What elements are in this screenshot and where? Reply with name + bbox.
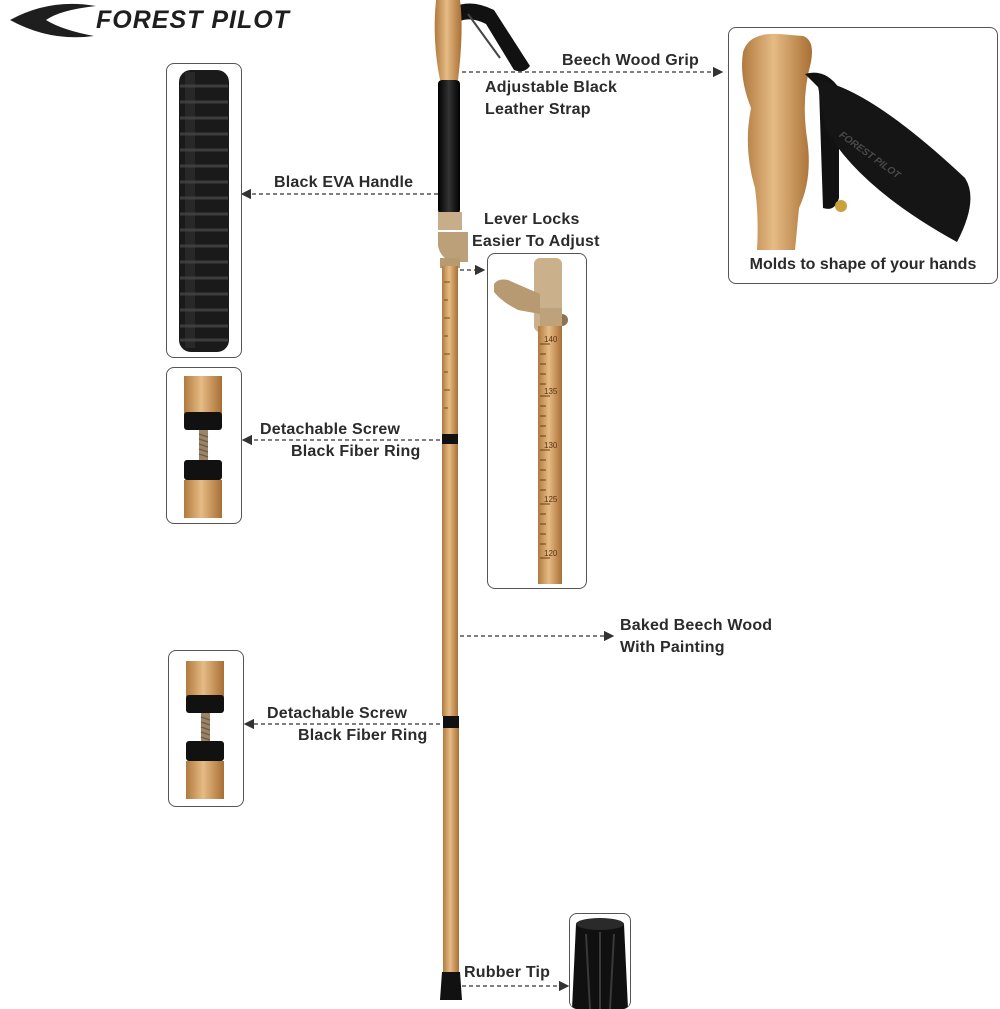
label-beech-wood: Baked Beech Wood With Painting [620, 615, 772, 659]
grip-caption: Molds to shape of your hands [749, 256, 977, 273]
scale-mark-130: 130 [544, 441, 558, 450]
beech-grip-image [742, 33, 971, 251]
pole-scale-ticks [444, 281, 450, 409]
pole-middle-shaft [442, 444, 458, 716]
detail-rubber-tip [569, 913, 631, 1009]
detail-lever-lock: 140 135 130 125 120 [487, 253, 587, 589]
label-lever-line2: Easier To Adjust [472, 233, 600, 250]
brand-logo: FOREST PILOT [10, 2, 370, 42]
label-screw1-line2: Black Fiber Ring [291, 443, 421, 460]
label-screw1-line1: Detachable Screw [260, 421, 401, 438]
brand-name: FOREST PILOT [96, 6, 290, 34]
pole-rubber-tip [440, 972, 462, 1000]
detail-screw-1 [166, 367, 242, 524]
label-screw-2: Detachable Screw Black Fiber Ring [267, 703, 427, 747]
eva-handle-image [179, 70, 229, 352]
label-screw2-line1: Detachable Screw [267, 705, 408, 722]
label-beech-grip: Beech Wood Grip [562, 52, 699, 69]
rubber-tip-image [572, 918, 628, 1009]
swoosh-icon [10, 3, 96, 38]
scale-mark-135: 135 [544, 387, 558, 396]
label-strap: Adjustable Black Leather Strap [485, 77, 617, 121]
screw-joint-image-1 [184, 376, 222, 518]
pole-grip [434, 0, 462, 80]
label-screw2-line2: Black Fiber Ring [298, 727, 428, 744]
scale-mark-140: 140 [544, 335, 558, 344]
detail-beech-grip: FOREST PILOT Molds to shape of your hand… [728, 27, 998, 284]
scale-mark-120: 120 [544, 549, 558, 558]
label-lever-line1: Lever Locks [484, 211, 580, 228]
label-screw-1: Detachable Screw Black Fiber Ring [260, 419, 420, 463]
label-strap-line2: Leather Strap [485, 101, 591, 118]
label-beech-line1: Baked Beech Wood [620, 617, 773, 634]
detail-screw-2 [168, 650, 244, 807]
pole-lever-lock [438, 212, 468, 268]
screw-joint-image-2 [186, 661, 224, 799]
label-lever-locks: Lever Locks Easier To Adjust [472, 209, 600, 253]
detail-eva-handle [166, 63, 242, 358]
label-strap-line1: Adjustable Black [485, 79, 618, 96]
pole-strap [452, 3, 530, 72]
label-rubber-tip: Rubber Tip [464, 964, 551, 981]
label-eva-handle: Black EVA Handle [274, 174, 414, 191]
pole-ring-1 [442, 434, 458, 444]
pole-upper-shaft [442, 266, 458, 436]
pole-ring-2 [443, 716, 459, 728]
label-beech-line2: With Painting [620, 639, 725, 656]
scale-mark-125: 125 [544, 495, 558, 504]
pole-eva-handle [438, 80, 460, 214]
pole-lower-shaft [443, 728, 459, 972]
lever-lock-image [494, 258, 568, 584]
